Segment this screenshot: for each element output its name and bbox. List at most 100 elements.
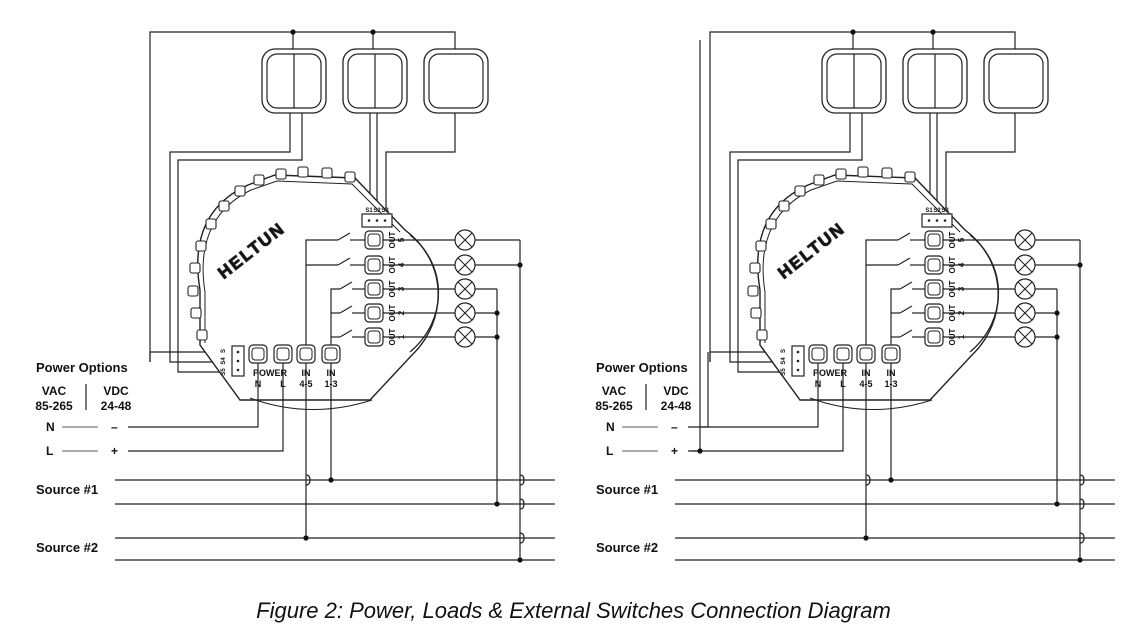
housing-clip (904, 171, 916, 183)
wire-supply-to-switch-common (700, 352, 709, 428)
housing-clip (755, 240, 767, 252)
junction-dot (290, 29, 296, 35)
relay-contact-4 (337, 257, 351, 266)
terminal-out-screw (367, 258, 381, 272)
lamp-icon (454, 326, 476, 348)
lamp-cross (1017, 232, 1033, 248)
housing-clip (344, 171, 356, 183)
terminal-power-l-screw (276, 347, 290, 361)
terminal-pin (236, 368, 240, 372)
lamp-cross (1017, 257, 1033, 273)
wire-hop (865, 474, 871, 486)
wire-hop (519, 498, 525, 510)
wire-switch3-to-S3 (385, 113, 456, 210)
wire-hop (305, 474, 311, 486)
lamp-cross (1017, 305, 1033, 321)
junction-dot (494, 334, 500, 340)
power-options-title: Power Options (596, 360, 688, 375)
wire-supply-line (688, 363, 844, 452)
junction-dot (494, 310, 500, 316)
label-vac: VAC (602, 384, 627, 398)
wall-switch-2 (342, 48, 408, 114)
terminal-out-screw (367, 306, 381, 320)
junction-dot (1054, 334, 1060, 340)
wall-switch-1 (821, 48, 887, 114)
label-source-1: Source #1 (36, 482, 98, 497)
junction-dot (517, 262, 523, 268)
wire-supply-to-switch-common (692, 40, 701, 452)
lamp-cross (457, 232, 473, 248)
relay-contact-2 (899, 305, 913, 314)
terminal-pin (796, 359, 800, 363)
junction-dot (1077, 557, 1083, 563)
terminal-pin (375, 219, 379, 222)
terminal-pin (796, 368, 800, 372)
housing-clip (778, 200, 790, 212)
wire-hop (519, 474, 525, 486)
wire-switch1-to-S5 (737, 113, 863, 373)
relay-cover (409, 234, 439, 353)
wire-switch1-to-S5 (177, 113, 303, 373)
wire-hop (1079, 474, 1085, 486)
switch-inner-frame (428, 53, 484, 109)
terminal-label-s3: S3 (941, 208, 949, 214)
housing-clip (857, 166, 869, 178)
wire-supply-neutral (688, 363, 819, 428)
relay-contact-4 (897, 257, 911, 266)
housing-clip (756, 329, 768, 341)
lamp-icon (454, 302, 476, 324)
housing-clip (749, 262, 761, 274)
relay-cover (969, 234, 999, 353)
junction-dot (850, 29, 856, 35)
terminal-pin (796, 350, 800, 354)
terminal-out-screw (927, 258, 941, 272)
wire-common-to-S (709, 351, 782, 362)
housing-clip (195, 240, 207, 252)
housing-clip (813, 174, 825, 186)
lamp-icon (1014, 326, 1036, 348)
relay-contact-1 (899, 329, 913, 338)
housing-clip (187, 285, 199, 297)
module-bottom-edge (249, 397, 373, 410)
terminal-in-4-5-screw (299, 347, 313, 361)
lamp-cross (1017, 281, 1033, 297)
switch-inner-frame (988, 53, 1044, 109)
junction-dot (328, 477, 334, 483)
relay-contact-3 (339, 281, 353, 290)
label-power: POWER (253, 368, 288, 378)
terminal-out-screw (927, 233, 941, 247)
housing-clip (234, 185, 246, 197)
lamp-icon (1014, 229, 1036, 251)
terminal-label-s2: S2 (373, 208, 381, 214)
junction-dot (1077, 262, 1083, 268)
terminal-in-1-3-screw (884, 347, 898, 361)
wire-hop (1079, 532, 1085, 544)
wire-switch1-to-S4 (729, 113, 851, 363)
terminal-label-s: S (221, 349, 227, 353)
junction-dot (888, 477, 894, 483)
label-source-2: Source #2 (36, 540, 98, 555)
junction-dot (1054, 501, 1060, 507)
wall-switch-2 (902, 48, 968, 114)
terminal-power-l-screw (836, 347, 850, 361)
label-vdc-range: 24-48 (661, 399, 692, 413)
junction-dot (930, 29, 936, 35)
terminal-pin (935, 219, 939, 222)
label-source-2: Source #2 (596, 540, 658, 555)
relay-contact-3 (899, 281, 913, 290)
lamp-cross (457, 281, 473, 297)
terminal-power-n-screw (811, 347, 825, 361)
lamp-icon (454, 278, 476, 300)
terminal-out-screw (367, 282, 381, 296)
internal-bus-in-4-5 (865, 239, 898, 345)
wire-hop (1079, 498, 1085, 510)
label-minus: – (671, 420, 678, 434)
housing-clip (747, 285, 759, 297)
wire-common-to-S (149, 351, 222, 362)
wire-supply-line (128, 363, 284, 452)
wire-supply-neutral (128, 363, 259, 428)
